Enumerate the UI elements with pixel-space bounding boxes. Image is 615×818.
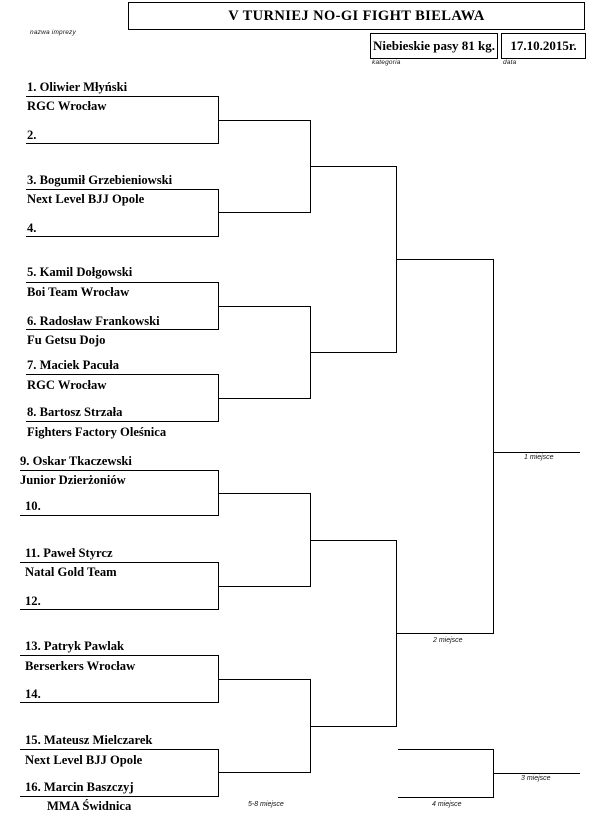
club-2: Next Level BJJ Opole [27, 192, 145, 206]
club-9: Berserkers Wrocław [25, 659, 136, 673]
entry-13: 13. Patryk Pawlak [25, 639, 124, 653]
first-place-line [493, 452, 580, 453]
r1-m1-top-line [26, 96, 218, 97]
third-place-top-line [398, 749, 493, 750]
r2-q4-top-line [218, 679, 310, 680]
club-7: Junior Dzierżoniów [20, 473, 126, 487]
category-value: Niebieskie pasy 81 kg. [372, 38, 496, 53]
r2-q4-bottom-line [218, 772, 310, 773]
r2-q3-bottom-line [218, 586, 310, 587]
third-place-bottom-line [398, 797, 493, 798]
r2-q3-top-line [218, 493, 310, 494]
club-11: MMA Świdnica [47, 799, 132, 813]
r1-m4-top-line [26, 374, 218, 375]
club-8: Natal Gold Team [25, 565, 117, 579]
r1-m8-top-line [20, 749, 218, 750]
date-box: 17.10.2015r. [501, 33, 586, 59]
date-caption: data [503, 59, 517, 66]
club-6: Fighters Factory Oleśnica [27, 425, 167, 439]
entry-5: 5. Kamil Dołgowski [27, 265, 133, 279]
entry-14: 14. [25, 687, 41, 701]
r1-m8-join [218, 749, 219, 797]
r2-q1-bottom-line [218, 212, 310, 213]
r3-s1-top-line [310, 166, 396, 167]
event-title-box: V TURNIEJ NO-GI FIGHT BIELAWA [128, 2, 585, 30]
r3-s2-top-line [310, 540, 396, 541]
category-box: Niebieskie pasy 81 kg. [370, 33, 498, 59]
club-4: Fu Getsu Dojo [27, 333, 106, 347]
event-title-caption: nazwa imprezy [30, 29, 76, 36]
entry-9: 9. Oskar Tkaczewski [20, 454, 132, 468]
first-place-label: 1 miejsce [524, 454, 554, 461]
fourth-place-label: 4 miejsce [432, 801, 462, 808]
club-5: RGC Wrocław [27, 378, 107, 392]
r1-m2-top-line [26, 189, 218, 190]
entry-10: 10. [25, 499, 41, 513]
r1-m6-bottom-line [20, 609, 218, 610]
final-join [493, 259, 494, 634]
category-caption: kategoria [372, 59, 401, 66]
fifth-to-eighth-place-label: 5-8 miejsce [248, 801, 284, 808]
r1-m7-top-line [20, 655, 218, 656]
r1-m3-bottom-line [26, 329, 218, 330]
third-place-out-line [493, 773, 580, 774]
r2-q2-top-line [218, 306, 310, 307]
r1-m6-top-line [20, 562, 218, 563]
entry-4: 4. [27, 221, 37, 235]
entry-15: 15. Mateusz Mielczarek [25, 733, 153, 747]
r1-m7-bottom-line [20, 702, 218, 703]
club-1: RGC Wrocław [27, 99, 107, 113]
club-3: Boi Team Wrocław [27, 285, 130, 299]
entry-16: 16. Marcin Baszczyj [25, 780, 134, 794]
r2-q2-bottom-line [218, 398, 310, 399]
r3-s1-bottom-line [310, 352, 396, 353]
r2-q1-top-line [218, 120, 310, 121]
r1-m5-bottom-line [20, 515, 218, 516]
r1-m3-top-line [26, 282, 218, 283]
entry-7: 7. Maciek Pacuła [27, 358, 119, 372]
final-bottom-line [396, 633, 493, 634]
entry-6: 6. Radosław Frankowski [27, 314, 160, 328]
third-place-label: 3 miejsce [521, 775, 551, 782]
r1-m1-bottom-line [26, 143, 218, 144]
r3-s2-bottom-line [310, 726, 396, 727]
entry-3: 3. Bogumił Grzebieniowski [27, 173, 173, 187]
entry-12: 12. [25, 594, 41, 608]
club-10: Next Level BJJ Opole [25, 753, 143, 767]
r1-m4-bottom-line [26, 421, 218, 422]
second-place-label: 2 miejsce [433, 637, 463, 644]
final-top-line [396, 259, 493, 260]
entry-8: 8. Bartosz Strzała [27, 405, 123, 419]
event-title: V TURNIEJ NO-GI FIGHT BIELAWA [228, 7, 485, 24]
entry-1: 1. Oliwier Młyński [27, 80, 128, 94]
entry-11: 11. Paweł Styrcz [25, 546, 113, 560]
date-value: 17.10.2015r. [510, 38, 577, 53]
r1-m2-join [218, 189, 219, 237]
r1-m2-bottom-line [26, 236, 218, 237]
r1-m8-bottom-line [20, 796, 218, 797]
r1-m5-top-line [20, 470, 218, 471]
entry-2: 2. [27, 128, 37, 142]
